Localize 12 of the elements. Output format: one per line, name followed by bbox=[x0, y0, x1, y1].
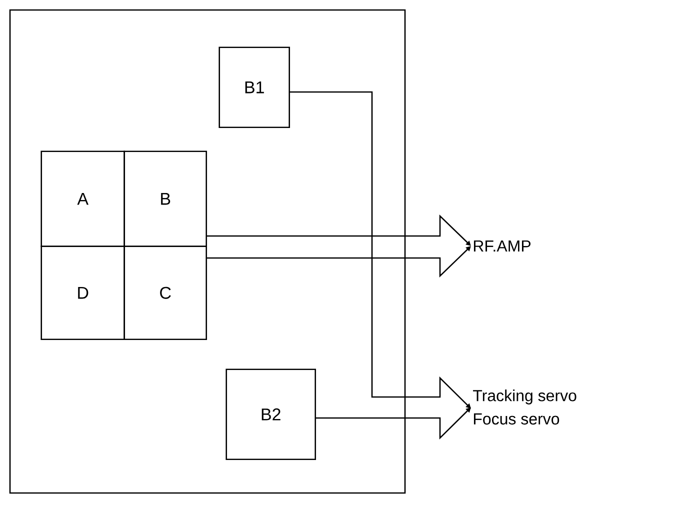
output-label: Tracking servo bbox=[473, 390, 576, 404]
outer-frame bbox=[9, 9, 406, 494]
detector-cell: C bbox=[124, 246, 207, 340]
box: B2 bbox=[226, 368, 316, 460]
box: B1 bbox=[218, 46, 290, 128]
detector-cell: D bbox=[40, 246, 125, 340]
output-label: Focus servo bbox=[474, 413, 560, 425]
detector-cell: A bbox=[40, 150, 125, 247]
hollow-arrow bbox=[207, 214, 471, 246]
hollow-arrow bbox=[207, 246, 471, 278]
output-label: RF.AMP bbox=[474, 240, 530, 252]
detector-cell: B bbox=[124, 150, 207, 247]
